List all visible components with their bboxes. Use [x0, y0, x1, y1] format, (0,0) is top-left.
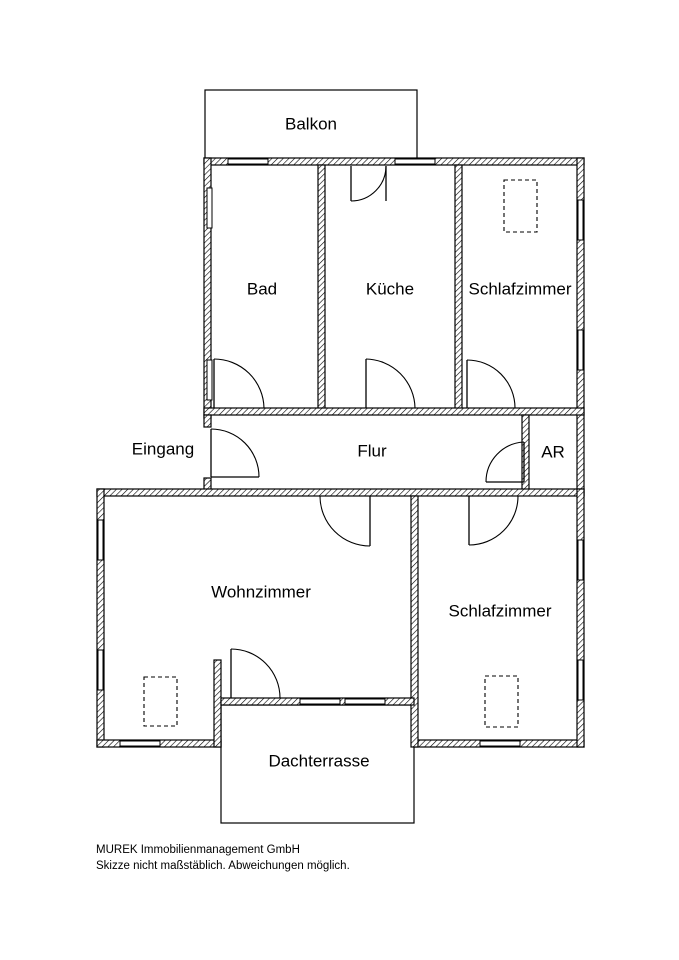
footer-company: MUREK Immobilienmanagement GmbH [96, 844, 300, 856]
label-schlafzimmer-bottom: Schlafzimmer [449, 601, 552, 620]
balkon-area [204, 89, 418, 161]
label-wohnzimmer: Wohnzimmer [211, 582, 311, 601]
label-eingang: Eingang [132, 439, 194, 458]
door-dachterrasse [230, 648, 281, 699]
door-schlafzimmer-top [466, 359, 516, 409]
skylight-schlafzimmer-bottom [484, 675, 519, 728]
skylight-wohnzimmer [143, 676, 178, 727]
skylight-schlafzimmer-top [503, 179, 538, 233]
label-dachterrasse: Dachterrasse [268, 751, 369, 770]
door-bad [213, 358, 265, 409]
door-ar [485, 441, 525, 483]
footer-disclaimer: Skizze nicht maßstäblich. Abweichungen m… [96, 860, 350, 872]
label-flur: Flur [357, 441, 387, 460]
door-eingang [210, 428, 260, 478]
label-schlafzimmer-top: Schlafzimmer [469, 279, 572, 298]
label-balkon: Balkon [285, 114, 337, 133]
label-kueche: Küche [366, 279, 414, 298]
door-kueche-balkon [350, 165, 387, 202]
label-bad: Bad [247, 279, 277, 298]
windows [97, 158, 584, 747]
walls-upper [203, 157, 585, 497]
door-schlafzimmer-bottom [468, 495, 519, 546]
dachterrasse-area [220, 704, 415, 824]
door-kueche [365, 358, 416, 409]
door-wohnzimmer [319, 495, 371, 547]
footer: MUREK Immobilienmanagement GmbH Skizze n… [96, 842, 350, 874]
label-ar: AR [541, 442, 565, 461]
